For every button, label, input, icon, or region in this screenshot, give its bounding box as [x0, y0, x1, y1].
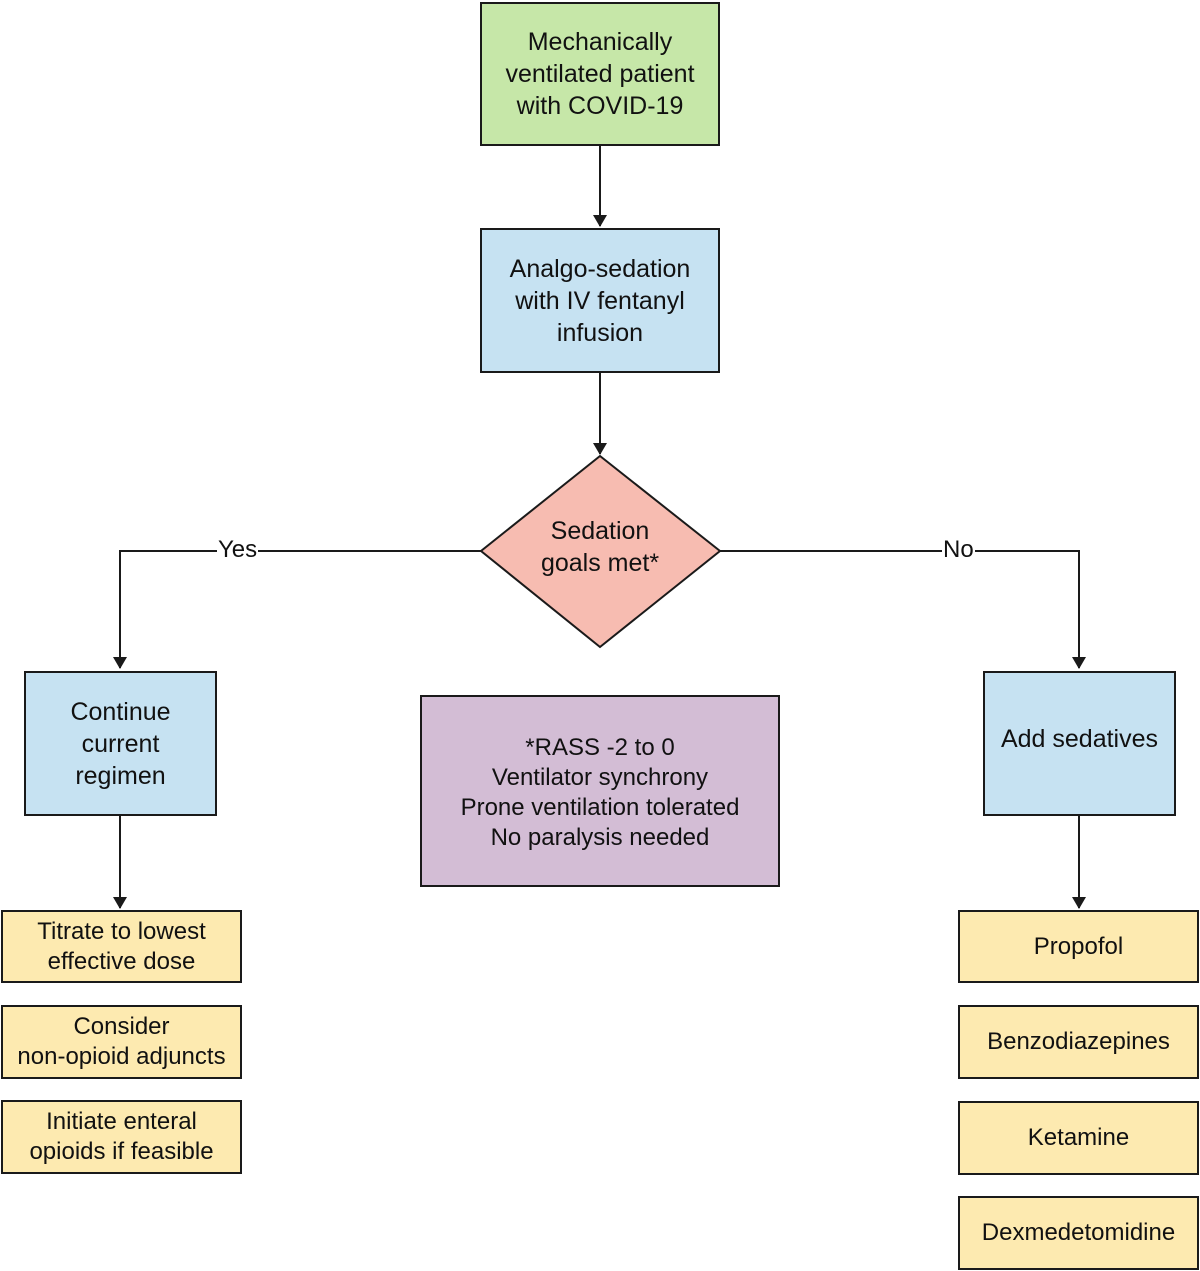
yes-branch-label: Yes — [217, 536, 259, 563]
sedation-goals-note: *RASS -2 to 0 Ventilator synchrony Prone… — [420, 695, 780, 887]
start-node: Mechanically ventilated patient with COV… — [480, 2, 720, 146]
sedative-option-text: Ketamine — [1027, 1124, 1130, 1151]
sedative-option-benzodiazepines: Benzodiazepines — [958, 1005, 1199, 1079]
yes-option-titrate: Titrate to lowest effective dose — [1, 910, 242, 983]
start-node-text: Mechanically ventilated patient with COV… — [505, 28, 695, 120]
yes-option-non-opioid-adjuncts: Consider non-opioid adjuncts — [1, 1005, 242, 1079]
sedation-goals-note-text: *RASS -2 to 0 Ventilator synchrony Prone… — [460, 734, 740, 851]
sedative-option-text: Dexmedetomidine — [981, 1219, 1176, 1246]
decision-text: Sedation goals met* — [540, 517, 660, 577]
yes-option-text: Initiate enteral opioids if feasible — [29, 1108, 214, 1165]
continue-regimen-node: Continue current regimen — [24, 671, 217, 816]
continue-regimen-text: Continue current regimen — [70, 697, 171, 790]
analgo-sedation-node: Analgo-sedation with IV fentanyl infusio… — [480, 228, 720, 373]
sedative-option-dexmedetomidine: Dexmedetomidine — [958, 1196, 1199, 1270]
no-branch-label: No — [942, 536, 975, 563]
yes-option-enteral-opioids: Initiate enteral opioids if feasible — [1, 1100, 242, 1174]
sedative-option-ketamine: Ketamine — [958, 1101, 1199, 1175]
yes-option-text: Titrate to lowest effective dose — [37, 917, 206, 975]
add-sedatives-text: Add sedatives — [1000, 724, 1159, 753]
analgo-sedation-text: Analgo-sedation with IV fentanyl infusio… — [509, 254, 691, 347]
sedative-option-text: Benzodiazepines — [987, 1028, 1170, 1055]
arrow-yes-branch — [113, 550, 481, 669]
sedative-option-propofol: Propofol — [958, 910, 1199, 983]
yes-option-text: Consider non-opioid adjuncts — [17, 1013, 226, 1070]
sedative-option-text: Propofol — [1033, 932, 1124, 960]
add-sedatives-node: Add sedatives — [983, 671, 1176, 816]
decision-diamond — [479, 454, 722, 649]
arrow-no-branch — [720, 550, 1086, 669]
